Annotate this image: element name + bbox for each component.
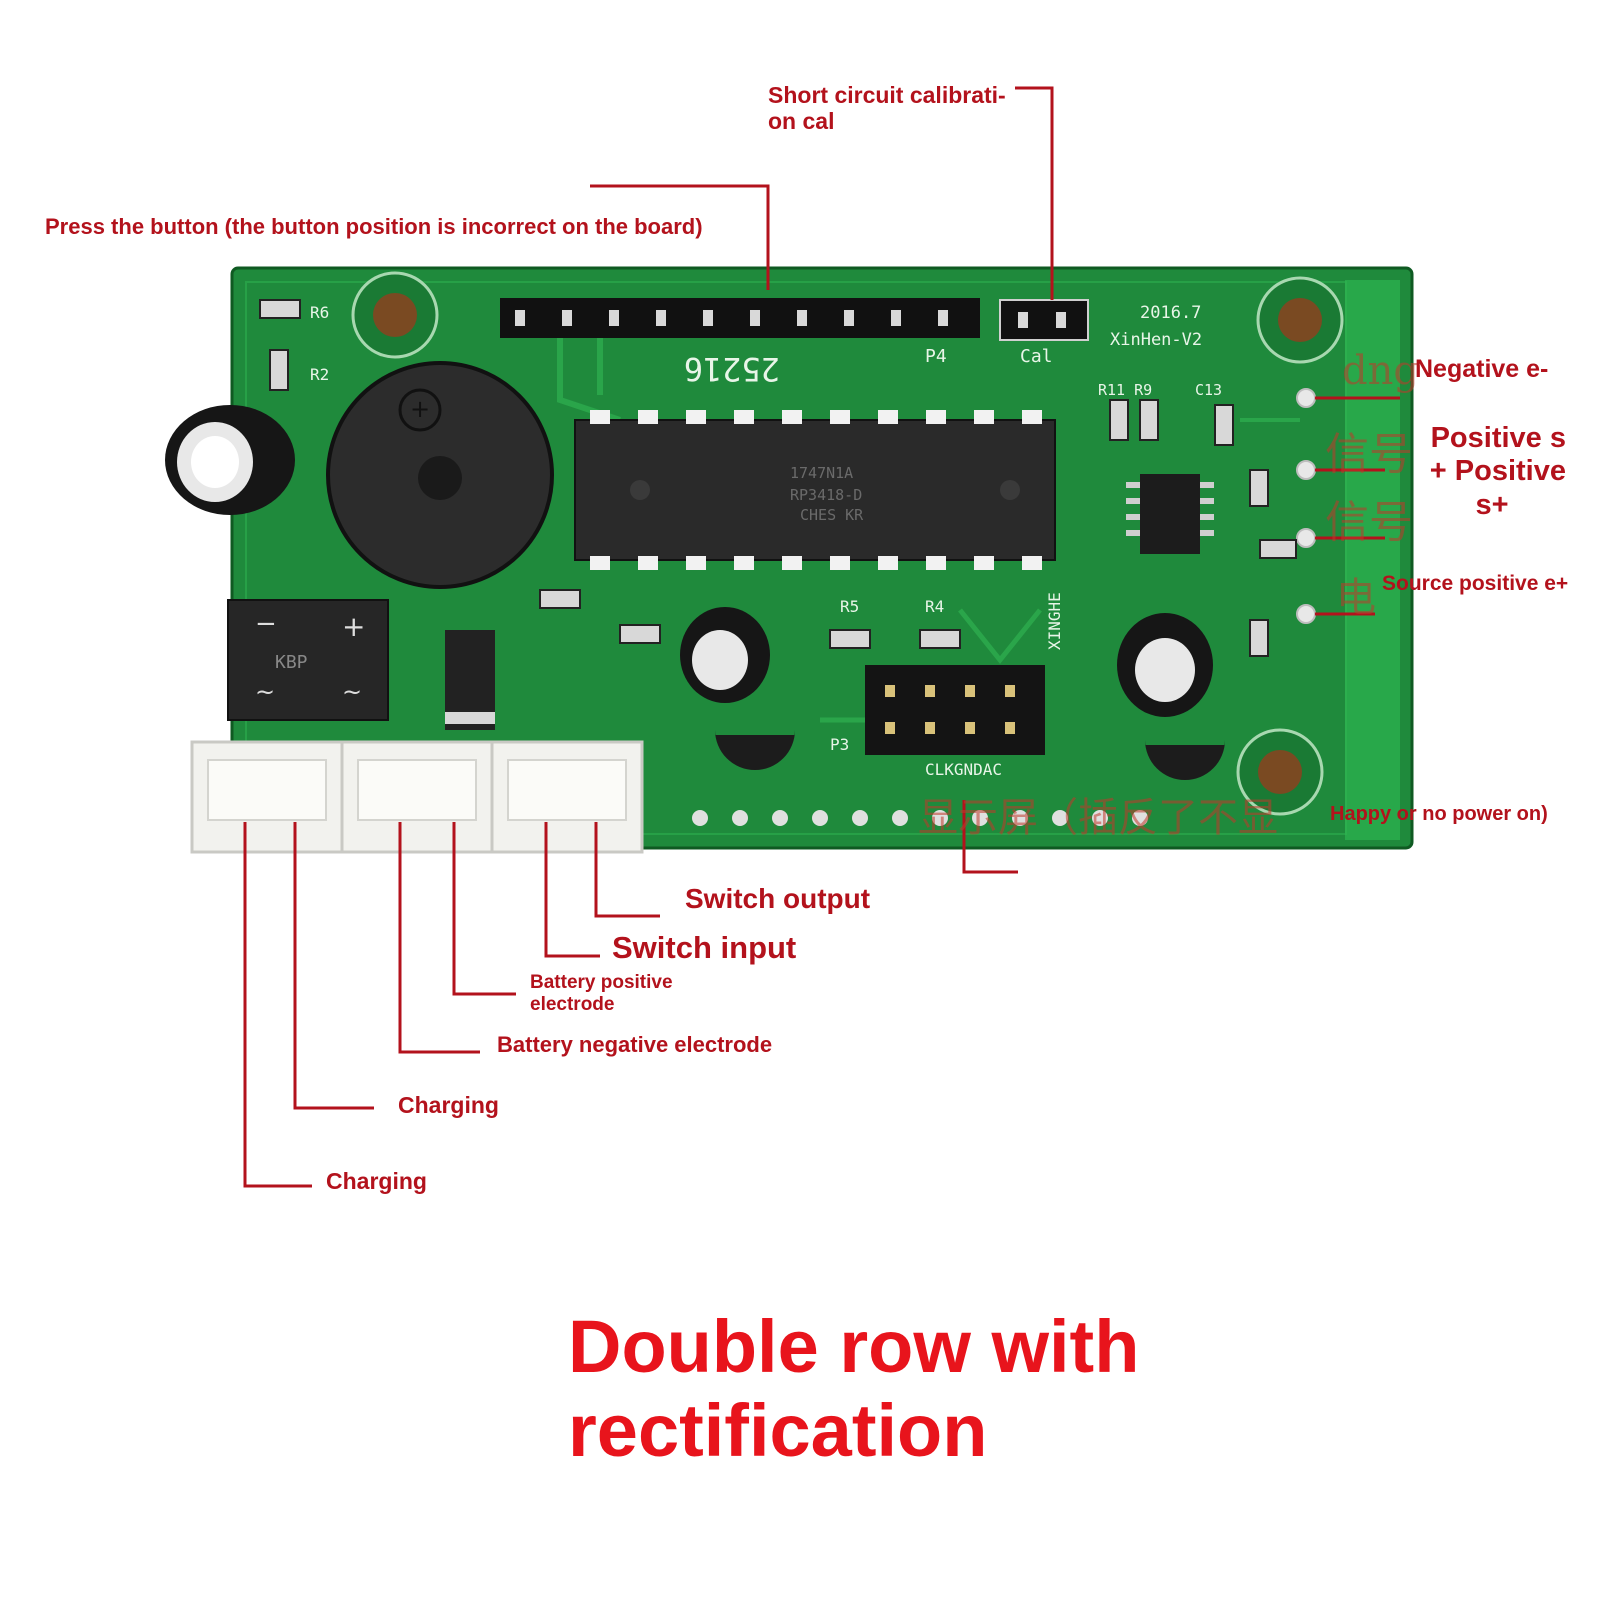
silk-cal: Cal	[1020, 346, 1053, 367]
transistor-1	[715, 730, 795, 770]
label-short-circuit-line1: Short circuit calibrati-	[768, 82, 1006, 108]
svg-text:+: +	[342, 610, 365, 643]
svg-text:~: ~	[342, 678, 362, 706]
silk-brand: XinHen-V2	[1110, 330, 1202, 350]
label-battery-negative: Battery negative electrode	[497, 1032, 773, 1057]
pin-header-display	[865, 665, 1045, 755]
silkscreen-text: 25216 P4 Cal XinHen-V2 2016.7 R6 R2 R4 R…	[275, 303, 1222, 779]
label-press-button: Press the button (the button position is…	[45, 214, 703, 239]
overlay-power: 电	[1336, 575, 1376, 621]
cal-jumper	[999, 299, 1089, 341]
label-switch-input: Switch input	[612, 930, 797, 965]
label-positive-s-line3: s+	[1475, 488, 1509, 521]
page-title: Double row with rectification	[568, 1305, 1139, 1473]
silk-part-number: 25216	[684, 350, 780, 388]
capacitor-large	[165, 405, 295, 515]
svg-text:−: −	[255, 609, 277, 639]
label-negative: Negative e-	[1415, 355, 1549, 383]
silk-xinghe: XINGHE	[1045, 592, 1064, 650]
callout-lines	[243, 86, 1400, 1188]
bridge-rectifier: − + ~ ~	[227, 599, 389, 721]
chip-line2: RP3418-D	[790, 486, 862, 504]
label-switch-output: Switch output	[685, 883, 871, 914]
pin-header-top	[500, 298, 980, 338]
silk-r2: R2	[310, 365, 329, 384]
title-line1: Double row with	[568, 1305, 1140, 1388]
chip-marking: CHES KR RP3418-D 1747N1A	[790, 464, 864, 524]
silk-r5: R5	[840, 597, 859, 616]
main-ic	[574, 410, 1056, 570]
svg-text:~: ~	[255, 678, 275, 706]
label-positive-s-line1: Positive s	[1430, 422, 1566, 454]
mount-hole-top-right	[1256, 276, 1344, 364]
capacitor-small-2	[1117, 613, 1213, 717]
silk-c13: C13	[1195, 381, 1222, 399]
silk-r6: R6	[310, 303, 329, 322]
transistor-2	[1145, 740, 1225, 780]
mount-hole-bottom-right	[1236, 728, 1324, 816]
label-battery-positive: Battery positive electrode	[530, 972, 673, 1016]
silk-r11-r9: R11 R9	[1098, 381, 1152, 399]
chip-line1: CHES KR	[800, 506, 864, 524]
label-short-circuit-line2: on cal	[768, 108, 835, 135]
title-line2: rectification	[568, 1389, 988, 1472]
silk-bridge: KBP	[275, 652, 308, 673]
capacitor-small-1	[680, 607, 770, 703]
small-ic	[1126, 474, 1214, 554]
label-positive-s-line2: + Positive	[1429, 455, 1566, 488]
terminal-connectors	[190, 740, 644, 854]
overlay-dng: dng	[1342, 348, 1419, 394]
silk-p4: P4	[925, 346, 947, 367]
diode	[445, 630, 495, 730]
overlay-display-screen: 显示屏（插反了不显	[918, 795, 1278, 841]
silk-clk: CLKGNDAC	[925, 760, 1002, 779]
label-battery-positive-line1: Battery positive	[530, 972, 673, 993]
label-charging-2: Charging	[326, 1168, 427, 1194]
chip-line3: 1747N1A	[790, 464, 853, 482]
label-source-positive: Source positive e+	[1382, 572, 1569, 595]
buzzer: +	[326, 361, 554, 589]
svg-text:+: +	[410, 395, 430, 423]
overlay-signal-2: 信号	[1325, 497, 1413, 548]
overlay-signal-1: 信号	[1325, 429, 1413, 480]
label-display-note: Happy or no power on)	[1330, 803, 1548, 825]
silk-year: 2016.7	[1140, 303, 1201, 323]
label-positive-s: Positive s + Positive s+	[1418, 422, 1566, 522]
label-short-circuit: Short circuit calibrati- on cal	[768, 82, 1006, 135]
silk-p3: P3	[830, 735, 849, 754]
silk-r4: R4	[925, 597, 944, 616]
bottom-pad-row	[692, 810, 1148, 826]
smd-components	[259, 299, 1297, 657]
label-charging-1: Charging	[398, 1092, 499, 1118]
mount-hole-top-left	[351, 271, 439, 359]
right-edge-pads	[1296, 388, 1316, 624]
label-battery-positive-line2: electrode	[530, 993, 615, 1015]
